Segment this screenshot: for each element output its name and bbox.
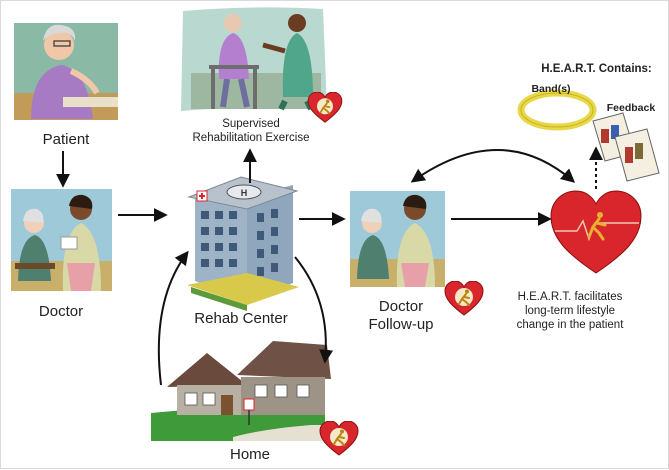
arrow-followup-heart-loop [410, 149, 576, 183]
label-feedback: Feedback [606, 102, 656, 114]
heart-big-icon [550, 190, 642, 274]
feedback-document-icon [592, 112, 660, 182]
label-heart-contains: H.E.A.R.T. Contains: [541, 63, 652, 75]
heart-logo-icon [319, 421, 359, 456]
label-band: Band(s) [531, 83, 571, 95]
arrow-home-to-rehab [157, 250, 189, 386]
supervised-exercise-clipart [181, 7, 327, 111]
label-patient: Patient [42, 131, 90, 148]
doctor-followup-clipart [350, 191, 445, 287]
house-icon [151, 341, 331, 441]
band-icon [517, 89, 597, 131]
label-rehab-center: Rehab Center [194, 310, 288, 327]
svg-text:H: H [241, 188, 248, 198]
hospital-building-icon: H [187, 176, 299, 311]
patient-clipart [14, 23, 118, 120]
label-supervised-exercise: Supervised Rehabilitation Exercise [192, 118, 310, 144]
arrow-rehab-to-home [294, 256, 334, 364]
label-home: Home [229, 446, 270, 463]
doctor-clipart [11, 189, 112, 291]
label-doctor-followup: Doctor Follow-up [368, 298, 434, 333]
heart-logo-icon [444, 281, 484, 316]
label-doctor: Doctor [38, 303, 84, 320]
label-heart-facilitates: H.E.A.R.T. facilitates long-term lifesty… [516, 291, 624, 331]
